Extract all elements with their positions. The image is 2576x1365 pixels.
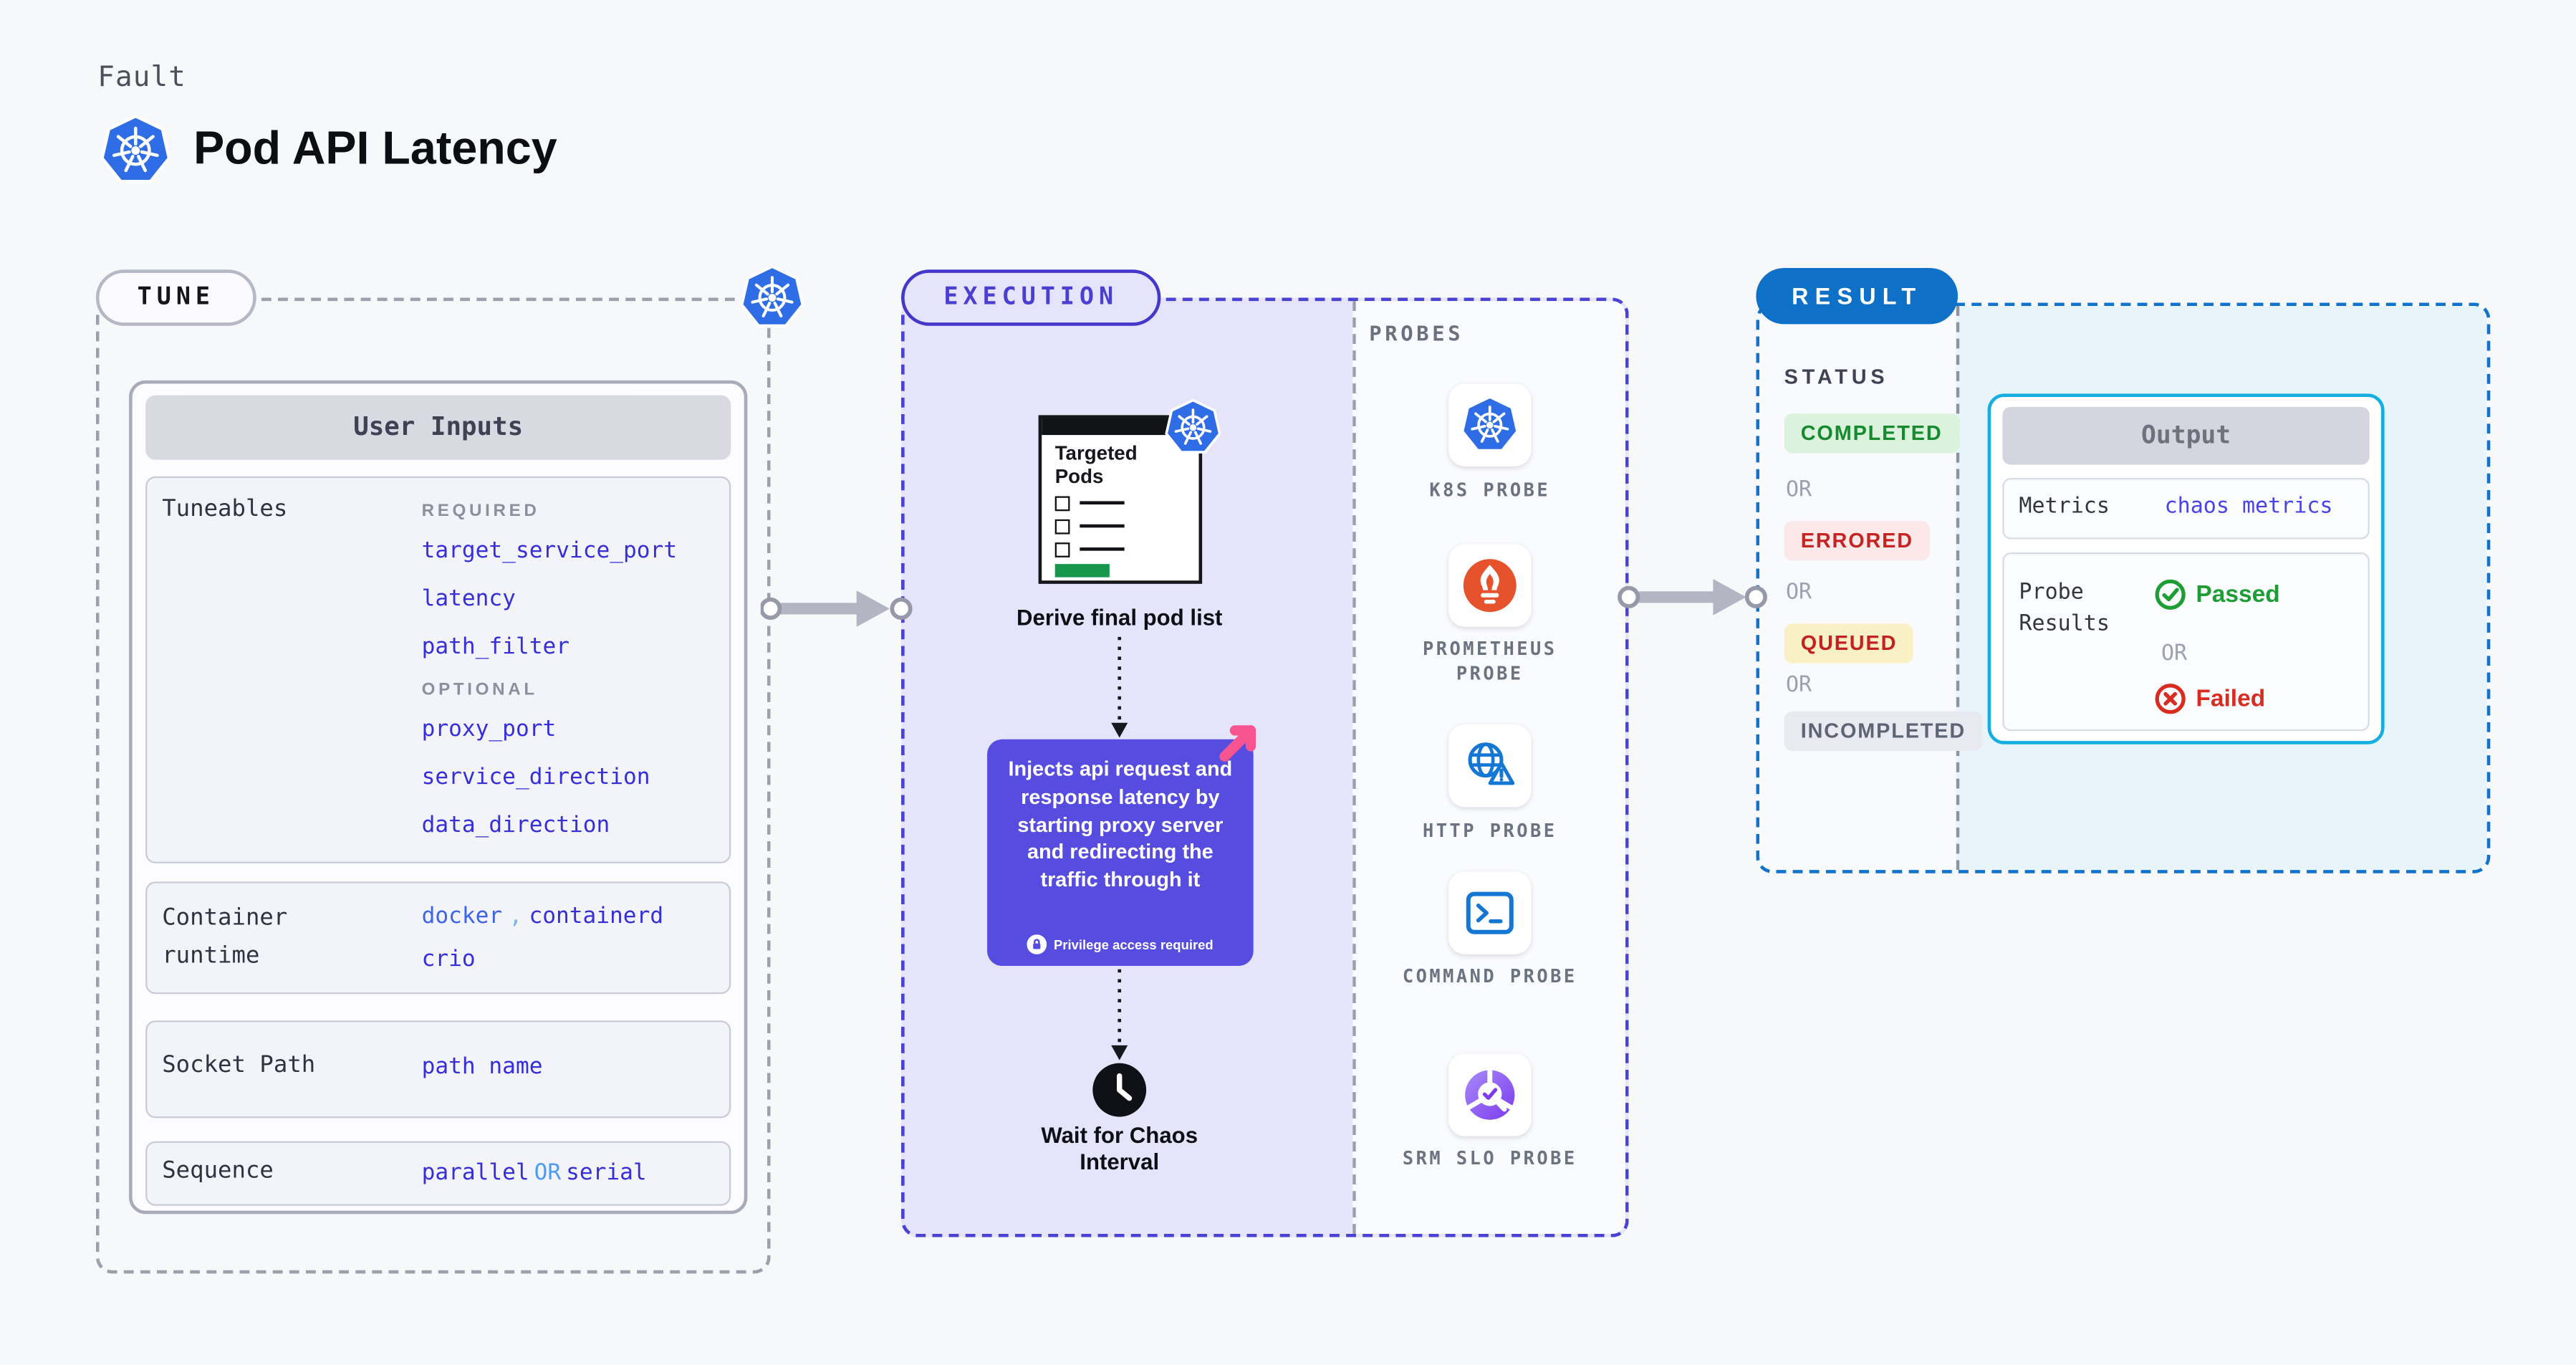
prometheus-icon — [1460, 556, 1519, 616]
tuneable-required-value: target_service_port — [421, 537, 678, 565]
list-line — [1080, 501, 1125, 505]
tuneable-required-value: path_filter — [421, 633, 569, 661]
tuneable-required-value: latency — [421, 585, 516, 613]
or-label: OR — [1785, 673, 1812, 699]
metrics-label: Metrics — [2019, 494, 2110, 519]
output-title: Output — [2002, 406, 2370, 465]
or-label: OR — [1785, 478, 1812, 503]
terminal-icon — [1460, 883, 1519, 943]
probe-label: SRM SLO PROBE — [1402, 1147, 1577, 1169]
wait-chaos-interval-label: Wait for Chaos Interval — [1041, 1123, 1198, 1174]
checkbox-icon — [1054, 519, 1070, 535]
container-runtime-row — [145, 881, 731, 995]
status-badge-queued: QUEUED — [1784, 623, 1914, 664]
passed-label: Passed — [2196, 581, 2280, 608]
probe-card-srm-slo — [1448, 1053, 1532, 1136]
fault-kicker: Fault — [97, 61, 187, 95]
or-label: OR — [1785, 580, 1812, 605]
status-badge-errored: ERRORED — [1784, 521, 1931, 561]
socket-path-label: Socket Path — [162, 1052, 316, 1079]
tune-section-container — [95, 297, 771, 1274]
selection-bar — [1054, 564, 1110, 578]
probe-card-http — [1448, 724, 1532, 808]
passed-verdict: Passed — [2155, 579, 2280, 610]
probe-card-k8s — [1448, 383, 1532, 466]
injection-description-box: Injects api request and response latency… — [987, 739, 1254, 967]
runtime-value-containerd: containerd — [529, 903, 664, 930]
metrics-value: chaos metrics — [2164, 494, 2333, 519]
metrics-row — [2002, 478, 2370, 540]
user-inputs-title: User Inputs — [145, 395, 731, 460]
lock-icon — [1027, 934, 1047, 954]
probe-label: COMMAND PROBE — [1402, 966, 1577, 988]
probe-label: PROMETHEUS PROBE — [1423, 638, 1557, 685]
runtime-value-docker: docker — [421, 903, 503, 930]
runtime-value-crio: crio — [421, 946, 476, 973]
probe-label: HTTP PROBE — [1423, 820, 1557, 842]
sequence-or-label: OR — [534, 1159, 562, 1187]
privilege-note: Privilege access required — [987, 934, 1254, 954]
globe-alert-icon — [1460, 736, 1519, 795]
probe-results-label: Probe Results — [2019, 580, 2110, 637]
list-line — [1080, 547, 1125, 551]
page-title: Pod API Latency — [193, 122, 557, 174]
kubernetes-icon — [99, 114, 172, 187]
checkbox-icon — [1054, 496, 1070, 512]
dotted-arrow-down — [1111, 969, 1128, 1060]
window-top-bar — [1042, 418, 1199, 436]
tuneable-optional-value: data_direction — [421, 812, 610, 839]
required-section-label: REQUIRED — [421, 501, 540, 522]
tune-section-label: TUNE — [95, 269, 256, 326]
tuneable-optional-value: service_direction — [421, 764, 650, 791]
container-runtime-values: docker,containerd — [422, 903, 663, 929]
flow-arrow-execution-to-result — [1618, 578, 1767, 616]
kubernetes-icon — [1164, 398, 1222, 456]
injection-description: Injects api request and response latency… — [1008, 757, 1233, 892]
or-label: OR — [2161, 641, 2188, 667]
flow-arrow-tune-to-execution — [760, 590, 913, 627]
dotted-arrow-down — [1111, 636, 1128, 738]
privilege-note-text: Privilege access required — [1053, 937, 1213, 952]
derive-pod-list-label: Derive final pod list — [1016, 605, 1223, 631]
checkbox-icon — [1054, 542, 1070, 557]
failed-label: Failed — [2196, 685, 2266, 712]
chaos-accent-icon — [1219, 725, 1256, 762]
status-badge-completed: COMPLETED — [1784, 413, 1959, 454]
probe-label: K8S PROBE — [1429, 479, 1551, 502]
sequence-value-serial: serial — [566, 1159, 647, 1187]
kubernetes-icon — [739, 264, 805, 330]
check-circle-icon — [2155, 579, 2186, 610]
sequence-row — [145, 1141, 731, 1206]
x-circle-icon — [2155, 684, 2186, 714]
probe-card-command — [1448, 871, 1532, 954]
kubernetes-icon — [1460, 396, 1519, 455]
sequence-label: Sequence — [162, 1157, 274, 1184]
list-line — [1080, 524, 1125, 528]
socket-path-value: path name — [421, 1053, 543, 1081]
sequence-value-parallel: parallel — [421, 1159, 529, 1187]
tuneables-label: Tuneables — [162, 496, 288, 523]
failed-verdict: Failed — [2155, 683, 2265, 714]
optional-section-label: OPTIONAL — [421, 679, 538, 700]
runtime-separator: , — [509, 903, 523, 930]
probe-card-prometheus — [1448, 544, 1532, 627]
tuneable-optional-value: proxy_port — [421, 716, 557, 743]
clock-icon — [1092, 1063, 1147, 1117]
tuneables-row — [145, 476, 731, 863]
targeted-pods-title: Targeted Pods — [1054, 441, 1138, 487]
status-badge-incompleted: INCOMPLETED — [1784, 711, 1983, 751]
status-heading: STATUS — [1784, 365, 1889, 389]
slo-gauge-icon — [1460, 1065, 1519, 1125]
probe-results-row — [2002, 552, 2370, 732]
socket-path-row — [145, 1020, 731, 1119]
result-section-label: RESULT — [1756, 267, 1959, 325]
probes-panel-label: PROBES — [1369, 320, 1464, 346]
container-runtime-label: Container runtime — [162, 904, 288, 969]
execution-section-label: EXECUTION — [901, 269, 1161, 326]
